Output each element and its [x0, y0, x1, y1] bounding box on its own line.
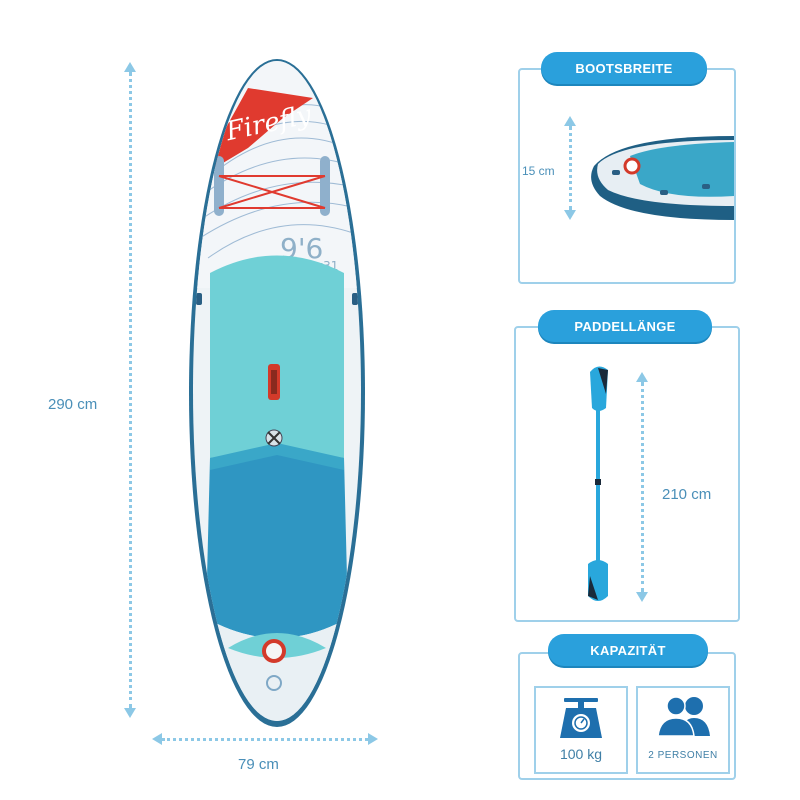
persons-capacity-box: 2 PERSONEN — [636, 686, 730, 774]
length-dimension-line — [129, 72, 132, 708]
width-arrow-right-icon — [368, 733, 378, 745]
board-width-label: 79 cm — [238, 756, 279, 773]
sup-board: Firefly 9'6 x31 — [189, 59, 365, 727]
paddle-length-panel: 210 cm — [514, 326, 740, 622]
width-dimension-line — [162, 738, 368, 741]
boat-width-panel: 15 cm — [518, 68, 736, 284]
scale-icon — [560, 698, 602, 738]
paddle-illustration — [588, 366, 608, 601]
board-length-label: 290 cm — [48, 396, 98, 413]
boat-width-title: BOOTSBREITE — [541, 52, 707, 84]
thickness-arrow-bottom-icon — [564, 210, 576, 220]
persons-capacity-label: 2 PERSONEN — [648, 750, 718, 761]
thickness-arrow-top-icon — [564, 116, 576, 126]
paddle-length-label: 210 cm — [662, 486, 712, 503]
paddle-arrow-bottom-icon — [636, 592, 648, 602]
users-icon — [658, 696, 710, 737]
weight-capacity-box: 100 kg — [534, 686, 628, 774]
board-side-profile — [591, 136, 734, 220]
paddle-arrow-top-icon — [636, 372, 648, 382]
paddle-length-title: PADDELLÄNGE — [538, 310, 712, 342]
thickness-dimension-line — [569, 126, 572, 210]
width-arrow-left-icon — [152, 733, 162, 745]
thickness-label: 15 cm — [522, 164, 555, 178]
length-arrow-top-icon — [124, 62, 136, 72]
capacity-title: KAPAZITÄT — [548, 634, 708, 666]
length-arrow-bottom-icon — [124, 708, 136, 718]
paddle-dimension-line — [641, 382, 644, 592]
weight-capacity-label: 100 kg — [559, 746, 603, 762]
board-illustration: Firefly 9'6 x31 — [188, 58, 366, 728]
capacity-panel: 100 kg 2 PERSONEN — [518, 652, 736, 780]
